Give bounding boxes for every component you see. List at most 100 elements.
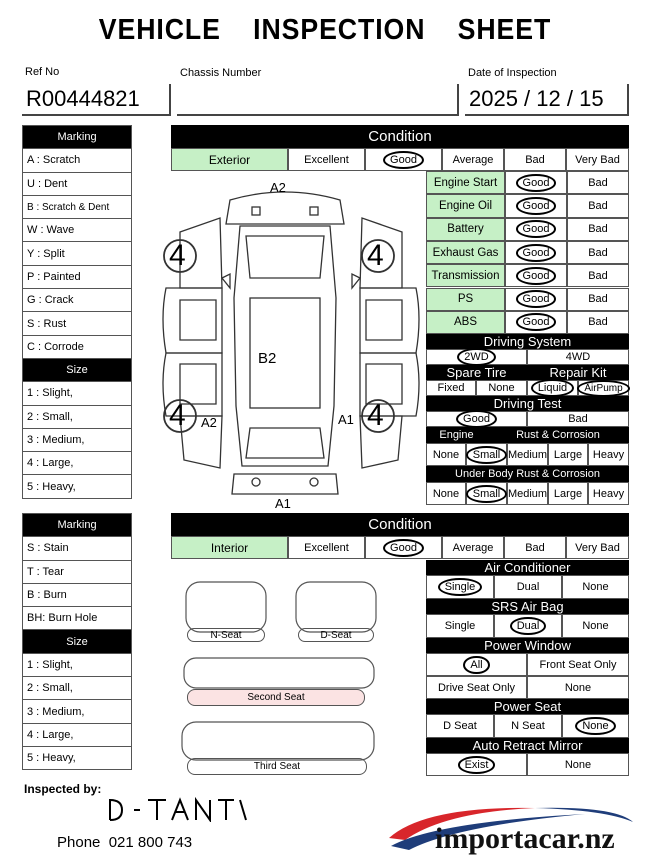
pw-option-front-seat-only[interactable]: Front Seat Only — [527, 653, 629, 676]
exterior-label: Exterior — [171, 148, 288, 171]
driving-option-4wd[interactable]: 4WD — [527, 349, 629, 365]
engine-rust-heavy[interactable]: Heavy — [588, 443, 629, 466]
check-label-transmission: Transmission — [426, 264, 505, 288]
third-seat-label: Third Seat — [187, 758, 367, 775]
date-label: Date of Inspection — [468, 67, 557, 79]
underbody-none[interactable]: None — [426, 482, 466, 505]
driving-option-2wd[interactable]: 2WD — [426, 348, 527, 366]
underbody-small[interactable]: Small — [465, 482, 507, 505]
repair-option-liquid[interactable]: Liquid — [527, 379, 578, 397]
check-bad-exhaust-gas[interactable]: Bad — [567, 240, 629, 265]
check-good-ps[interactable]: Good — [505, 287, 567, 311]
damage-mark-left: A2 — [201, 415, 217, 430]
underbody-medium[interactable]: Medium — [507, 482, 548, 505]
check-bad-engine-start[interactable]: Bad — [567, 171, 629, 195]
size-item: 4 : Large, — [22, 722, 132, 747]
interior-option-excellent[interactable]: Excellent — [288, 536, 365, 559]
ref-field[interactable]: R00444821 — [22, 84, 171, 116]
ac-option-dual[interactable]: Dual — [494, 575, 562, 599]
ps-none-text: None — [575, 717, 617, 735]
phone: Phone 021 800 743 — [57, 834, 192, 851]
interior-label: Interior — [171, 536, 288, 559]
d-seat-label: D-Seat — [298, 628, 374, 642]
check-label-engine-start: Engine Start — [426, 171, 505, 195]
size-header: Size — [22, 629, 132, 654]
srs-option-none[interactable]: None — [562, 614, 629, 638]
driving-test-good[interactable]: Good — [426, 410, 527, 428]
engine-rust-medium[interactable]: Medium — [507, 443, 548, 466]
interior-option-very-bad[interactable]: Very Bad — [566, 536, 629, 559]
power-window-header: Power Window — [426, 638, 629, 653]
check-bad-engine-oil[interactable]: Bad — [567, 194, 629, 218]
marking-table-exterior: Marking A : Scratch U : Dent B : Scratch… — [22, 124, 132, 499]
spare-option-none[interactable]: None — [476, 380, 527, 396]
repair-option-airpump[interactable]: AirPump — [577, 379, 631, 397]
exterior-option-very-bad[interactable]: Very Bad — [566, 148, 629, 171]
driving-test-header: Driving Test — [426, 396, 629, 411]
mirror-option-exist[interactable]: Exist — [426, 753, 527, 776]
mirror-exist-text: Exist — [457, 755, 496, 774]
check-good-exhaust-gas[interactable]: Good — [505, 240, 567, 265]
marking-item: B : Scratch & Dent — [22, 194, 132, 220]
check-bad-abs[interactable]: Bad — [567, 310, 629, 335]
repair-liquid-text: Liquid — [530, 379, 575, 397]
check-bad-ps[interactable]: Bad — [567, 287, 629, 311]
srs-option-dual[interactable]: Dual — [494, 614, 562, 638]
check-bad-battery[interactable]: Bad — [567, 217, 629, 241]
marking-item: S : Rust — [22, 311, 132, 336]
interior-option-average[interactable]: Average — [442, 536, 504, 559]
ref-label: Ref No — [25, 66, 60, 78]
damage-mark-top: A2 — [270, 180, 286, 195]
underbody-heavy[interactable]: Heavy — [588, 482, 629, 505]
engine-rust-small[interactable]: Small — [465, 443, 507, 466]
check-good-engine-start[interactable]: Good — [505, 171, 567, 195]
wheel-size-front-left: 4 — [169, 239, 186, 272]
page-title: VEHICLE INSPECTION SHEET — [98, 14, 552, 46]
interior-option-good[interactable]: Good — [365, 536, 442, 559]
interior-option-bad[interactable]: Bad — [504, 536, 566, 559]
ac-option-single[interactable]: Single — [426, 575, 494, 599]
pw-option-drive-seat-only[interactable]: Drive Seat Only — [426, 676, 527, 699]
srs-option-single[interactable]: Single — [426, 614, 494, 638]
repair-airpump-text: AirPump — [577, 379, 631, 397]
size-item: 4 : Large, — [22, 451, 132, 476]
check-good-text: Good — [515, 173, 557, 192]
check-good-battery[interactable]: Good — [505, 217, 567, 241]
underbody-large[interactable]: Large — [548, 482, 588, 505]
pw-option-none[interactable]: None — [527, 676, 629, 699]
wheel-size-rear-right: 4 — [367, 399, 384, 432]
damage-mark-right: A1 — [338, 412, 354, 427]
chassis-label: Chassis Number — [180, 67, 262, 79]
check-good-transmission[interactable]: Good — [505, 264, 567, 288]
check-good-abs[interactable]: Good — [505, 310, 567, 335]
size-item: 3 : Medium, — [22, 427, 132, 453]
marking-item: S : Stain — [22, 536, 132, 561]
marking-item: B : Burn — [22, 582, 132, 608]
marking-table-interior: Marking S : Stain T : Tear B : Burn BH: … — [22, 512, 132, 771]
exterior-option-excellent[interactable]: Excellent — [288, 148, 365, 171]
mirror-option-none[interactable]: None — [527, 753, 629, 776]
ps-option-none[interactable]: None — [562, 714, 629, 738]
condition-header-exterior: Condition — [171, 125, 629, 148]
driving-2wd-text: 2WD — [457, 348, 497, 366]
size-item: 5 : Heavy, — [22, 745, 132, 771]
date-field[interactable]: 2025 / 12 / 15 — [465, 84, 629, 116]
rust-corrosion-header: Rust & Corrosion — [487, 427, 629, 443]
driving-test-bad[interactable]: Bad — [527, 411, 629, 427]
spare-option-fixed[interactable]: Fixed — [426, 380, 476, 396]
exterior-option-good[interactable]: Good — [365, 148, 442, 171]
check-bad-transmission[interactable]: Bad — [567, 264, 629, 288]
power-seat-header: Power Seat — [426, 699, 629, 714]
check-label-abs: ABS — [426, 310, 505, 335]
check-good-engine-oil[interactable]: Good — [505, 194, 567, 218]
chassis-field[interactable] — [177, 84, 459, 116]
engine-rust-large[interactable]: Large — [548, 443, 588, 466]
engine-rust-none[interactable]: None — [426, 443, 466, 466]
pw-option-all[interactable]: All — [426, 653, 527, 676]
exterior-option-bad[interactable]: Bad — [504, 148, 566, 171]
ps-option-d-seat[interactable]: D Seat — [426, 714, 494, 738]
ps-option-n-seat[interactable]: N Seat — [494, 714, 562, 738]
exterior-option-average[interactable]: Average — [442, 148, 504, 171]
ac-option-none[interactable]: None — [562, 575, 629, 599]
wheel-size-front-right: 4 — [367, 239, 384, 272]
